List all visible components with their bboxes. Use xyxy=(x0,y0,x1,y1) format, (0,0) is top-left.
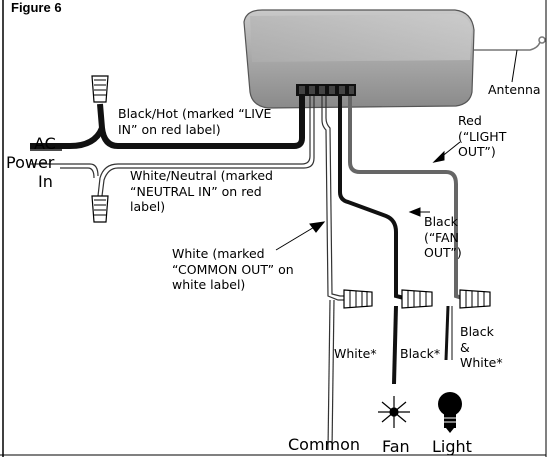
white-neutral-label: White/Neutral (marked “NEUTRAL IN” on re… xyxy=(130,168,273,214)
white-common-out-label: White (marked “COMMON OUT” on white labe… xyxy=(172,246,294,292)
black-hot-label: Black/Hot (marked “LIVE IN” on red label… xyxy=(118,106,272,137)
arrow-red-label xyxy=(432,141,461,163)
arrow-white-common-label xyxy=(275,221,326,251)
in-label: In xyxy=(38,172,53,191)
light-bulb-symbol xyxy=(438,392,462,433)
arrow-black-fan-label xyxy=(408,207,430,217)
wire-nut-neutral xyxy=(91,195,109,223)
fan-symbol xyxy=(378,396,410,428)
figure-title: Figure 6 xyxy=(11,0,62,15)
black-star-label: Black* xyxy=(400,346,441,361)
black-white-star-label: Black & White* xyxy=(460,324,503,370)
black-hot-wire xyxy=(97,96,305,149)
fan-label: Fan xyxy=(382,437,410,456)
light-label: Light xyxy=(432,437,472,456)
antenna-wire xyxy=(474,36,546,51)
ac-label: AC xyxy=(34,134,56,153)
white-star-label: White* xyxy=(334,346,377,361)
black-fan-wire-out xyxy=(392,305,398,385)
black-hot-wire-ac xyxy=(30,126,105,149)
receiver-module xyxy=(243,9,475,109)
red-light-out-label: Red (“LIGHT OUT”) xyxy=(458,113,507,159)
black-fan-wire xyxy=(338,96,405,300)
wire-nut-fan xyxy=(401,289,433,309)
black-fan-out-label: Black (“FAN OUT”) xyxy=(424,214,462,260)
white-common-wire xyxy=(321,96,346,451)
wire-nut-light xyxy=(459,289,491,309)
antenna-label: Antenna xyxy=(488,82,541,97)
power-label: Power xyxy=(6,153,55,172)
white-neutral-wire xyxy=(60,96,315,197)
common-label: Common xyxy=(288,435,361,454)
light-wire-out xyxy=(444,305,453,361)
red-light-wire xyxy=(348,96,463,300)
wire-nut-black-hot xyxy=(91,75,109,103)
wire-nut-common xyxy=(343,289,373,309)
